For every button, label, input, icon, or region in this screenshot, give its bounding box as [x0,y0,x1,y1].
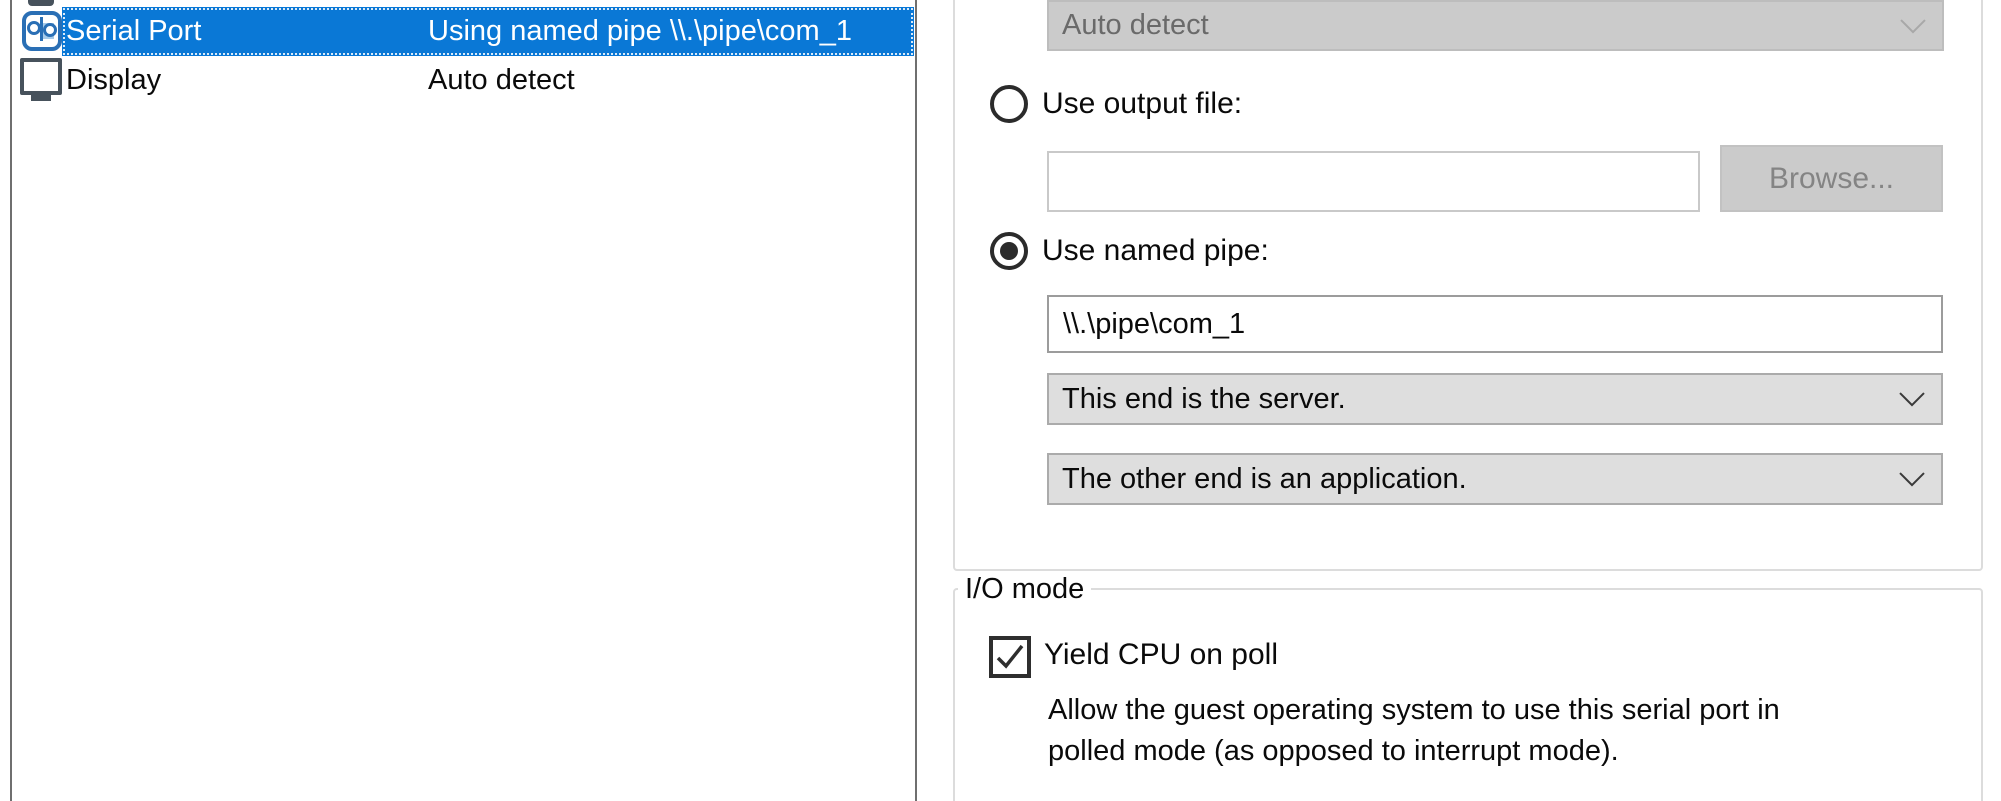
named-pipe-input[interactable] [1047,295,1943,353]
browse-button-label: Browse... [1768,161,1895,195]
connection-group-box [953,0,1983,571]
chevron-down-icon [1900,18,1926,34]
pipe-far-end-dropdown[interactable]: The other end is an application. [1047,453,1943,505]
pipe-far-end-dropdown-value: The other end is an application. [1062,462,1467,495]
use-named-pipe-label[interactable]: Use named pipe: [1042,234,1269,267]
device-list-right-border [915,0,917,801]
serial-port-icon [22,11,62,51]
browse-button[interactable]: Browse... [1720,145,1943,212]
chevron-down-icon [1899,392,1925,407]
device-mode-dropdown[interactable]: Auto detect [1047,0,1944,51]
use-named-pipe-radio[interactable] [990,232,1028,270]
chevron-down-icon [1899,472,1925,487]
pipe-near-end-dropdown-value: This end is the server. [1062,382,1346,415]
yield-cpu-description-line2: polled mode (as opposed to interrupt mod… [1048,735,1619,767]
pipe-near-end-dropdown[interactable]: This end is the server. [1047,373,1943,425]
device-summary: Auto detect [428,64,575,96]
yield-cpu-description-line1: Allow the guest operating system to use … [1048,694,1780,726]
io-mode-group-box [953,588,1983,801]
device-name: Display [66,64,162,96]
use-output-file-radio[interactable] [990,85,1028,123]
device-list-left-border [10,0,12,801]
output-file-input[interactable] [1047,151,1700,212]
device-summary: Using named pipe \\.\pipe\com_1 [428,15,852,47]
io-mode-group-title: I/O mode [958,572,1092,606]
device-mode-dropdown-value: Auto detect [1062,9,1209,41]
yield-cpu-checkbox[interactable] [989,636,1031,678]
previous-device-icon-partial [28,0,54,6]
yield-cpu-checkbox-label[interactable]: Yield CPU on poll [1044,638,1279,671]
display-icon [20,58,62,101]
selected-row-highlight[interactable]: Serial Port Using named pipe \\.\pipe\co… [62,7,914,56]
device-name: Serial Port [66,15,202,47]
use-output-file-label[interactable]: Use output file: [1042,87,1243,120]
check-icon [996,644,1024,669]
device-list: Serial Port Using named pipe \\.\pipe\co… [0,0,953,801]
